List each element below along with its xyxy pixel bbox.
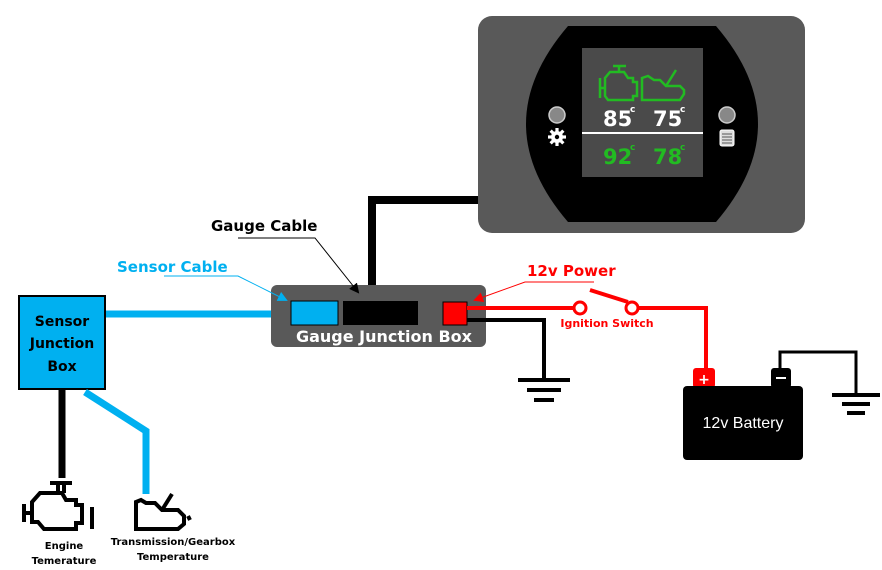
power-callout: [473, 281, 594, 302]
transmission-icon: [640, 69, 686, 102]
sensor-cable-label: Sensor Cable: [117, 258, 228, 276]
engine-caption: Engine: [45, 541, 84, 552]
engine-icon: [598, 64, 639, 102]
gauge-port: [343, 301, 418, 325]
junction-ground-wire: [467, 318, 546, 380]
gauge-unit: 85 c 75 c 92 c 78 c: [478, 16, 805, 233]
gear-icon: [548, 128, 566, 146]
ignition-switch-label: Ignition Switch: [560, 317, 653, 330]
battery-label: 12v Battery: [703, 415, 784, 432]
right-button[interactable]: [718, 106, 736, 124]
plus-icon: +: [698, 372, 710, 388]
current-temp-2: 75: [653, 107, 682, 131]
max-temp-2: 78: [653, 145, 682, 169]
switch-lever: [589, 288, 629, 304]
unit-label: c: [680, 105, 685, 115]
gauge-screen: [582, 48, 703, 177]
battery: + 12v Battery: [683, 368, 803, 460]
sensor-cable-callout: [164, 275, 288, 301]
ground-icon: [832, 393, 880, 415]
engine-icon: [22, 481, 94, 531]
sensor-junction-box: Sensor Junction Box: [18, 295, 106, 390]
sensor-junction-box-label: Box: [47, 359, 76, 375]
transmission-caption: Transmission/Gearbox: [111, 537, 236, 548]
gauge-junction-box: Gauge Junction Box: [271, 285, 486, 347]
gauge-cable: [368, 196, 478, 296]
engine-caption: Temerature: [32, 556, 97, 567]
gauge-junction-box-label: Gauge Junction Box: [296, 327, 473, 346]
list-icon: [719, 129, 735, 147]
switch-contact-a: [572, 300, 588, 316]
power-port: [442, 301, 468, 326]
sensor-port: [290, 300, 339, 326]
ground-icon: [518, 378, 570, 402]
max-temp-1: 92: [603, 145, 632, 169]
sensor-junction-box-label: Sensor: [35, 314, 89, 330]
transmission-caption: Temperature: [137, 552, 209, 563]
gauge-cable-callout: [238, 237, 360, 294]
battery-ground-wire: [778, 350, 858, 394]
unit-label: c: [630, 143, 635, 153]
left-button[interactable]: [548, 106, 566, 124]
battery-positive-terminal: [693, 368, 715, 388]
unit-label: c: [680, 143, 685, 153]
transmission-icon: [134, 492, 192, 531]
power-label: 12v Power: [527, 262, 616, 280]
unit-label: c: [630, 105, 635, 115]
gauge-cable-label: Gauge Cable: [211, 217, 317, 235]
power-wire-battery: [638, 306, 708, 372]
current-temp-1: 85: [603, 107, 632, 131]
switch-contact-b: [624, 300, 640, 316]
transmission-sensor-wire: [83, 389, 150, 494]
sensor-junction-box-label: Junction: [29, 336, 95, 352]
